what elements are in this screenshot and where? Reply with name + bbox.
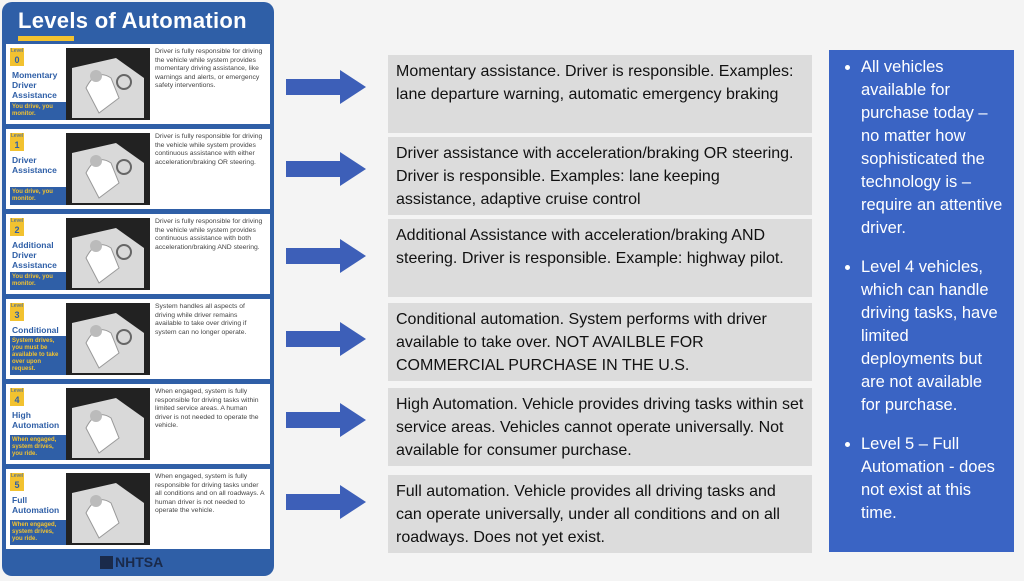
level-description: When engaged, system is fully responsibl…	[155, 388, 259, 430]
nhtsa-mark-icon	[100, 556, 113, 569]
driver-car-image	[66, 303, 150, 375]
level-description: Driver is fully responsible for driving …	[155, 133, 263, 166]
driver-car-image	[66, 218, 150, 290]
note-item: Level 5 – Full Automation - does not exi…	[861, 433, 1004, 525]
level-name: Momentary Driver Assistance	[12, 70, 58, 100]
level-tag: You drive, you monitor.	[10, 272, 66, 290]
summary-box-level-1: Driver assistance with acceleration/brak…	[388, 137, 812, 215]
right-arrow-icon	[286, 152, 366, 186]
level-tag: You drive, you monitor.	[10, 187, 66, 205]
key-notes-panel: All vehicles available for purchase toda…	[829, 50, 1014, 552]
level-description: Driver is fully responsible for driving …	[155, 48, 263, 90]
level-description: Driver is fully responsible for driving …	[155, 218, 263, 251]
level-tag: When engaged, system drives, you ride.	[10, 520, 66, 545]
driver-car-image	[66, 388, 150, 460]
level-description: System handles all aspects of driving wh…	[155, 303, 247, 336]
level-tag: System drives, you must be available to …	[10, 336, 66, 375]
driver-car-image	[66, 133, 150, 205]
right-arrow-icon	[286, 239, 366, 273]
summary-box-level-0: Momentary assistance. Driver is responsi…	[388, 55, 812, 133]
level-tag: You drive, you monitor.	[10, 102, 66, 120]
title-underline	[18, 36, 74, 41]
nhtsa-logo: NHTSA	[100, 554, 163, 570]
right-arrow-icon	[286, 403, 366, 437]
note-item: All vehicles available for purchase toda…	[861, 56, 1004, 240]
level-description: When engaged, system is fully responsibl…	[155, 473, 265, 515]
right-arrow-icon	[286, 322, 366, 356]
summary-box-level-4: High Automation. Vehicle provides drivin…	[388, 388, 812, 466]
summary-box-level-2: Additional Assistance with acceleration/…	[388, 219, 812, 297]
summary-box-level-3: Conditional automation. System performs …	[388, 303, 812, 381]
driver-car-image	[66, 473, 150, 545]
level-name: High Automation	[12, 410, 60, 430]
summary-box-level-5: Full automation. Vehicle provides all dr…	[388, 475, 812, 553]
level-name: Full Automation	[12, 495, 60, 515]
level-name: Additional Driver Assistance	[12, 240, 57, 270]
right-arrow-icon	[286, 70, 366, 104]
note-item: Level 4 vehicles, which can handle drivi…	[861, 256, 1004, 417]
level-name: Driver Assistance	[12, 155, 57, 175]
driver-car-image	[66, 48, 150, 120]
right-arrow-icon	[286, 485, 366, 519]
infographic-title: Levels of Automation	[18, 8, 247, 33]
level-tag: When engaged, system drives, you ride.	[10, 435, 66, 460]
